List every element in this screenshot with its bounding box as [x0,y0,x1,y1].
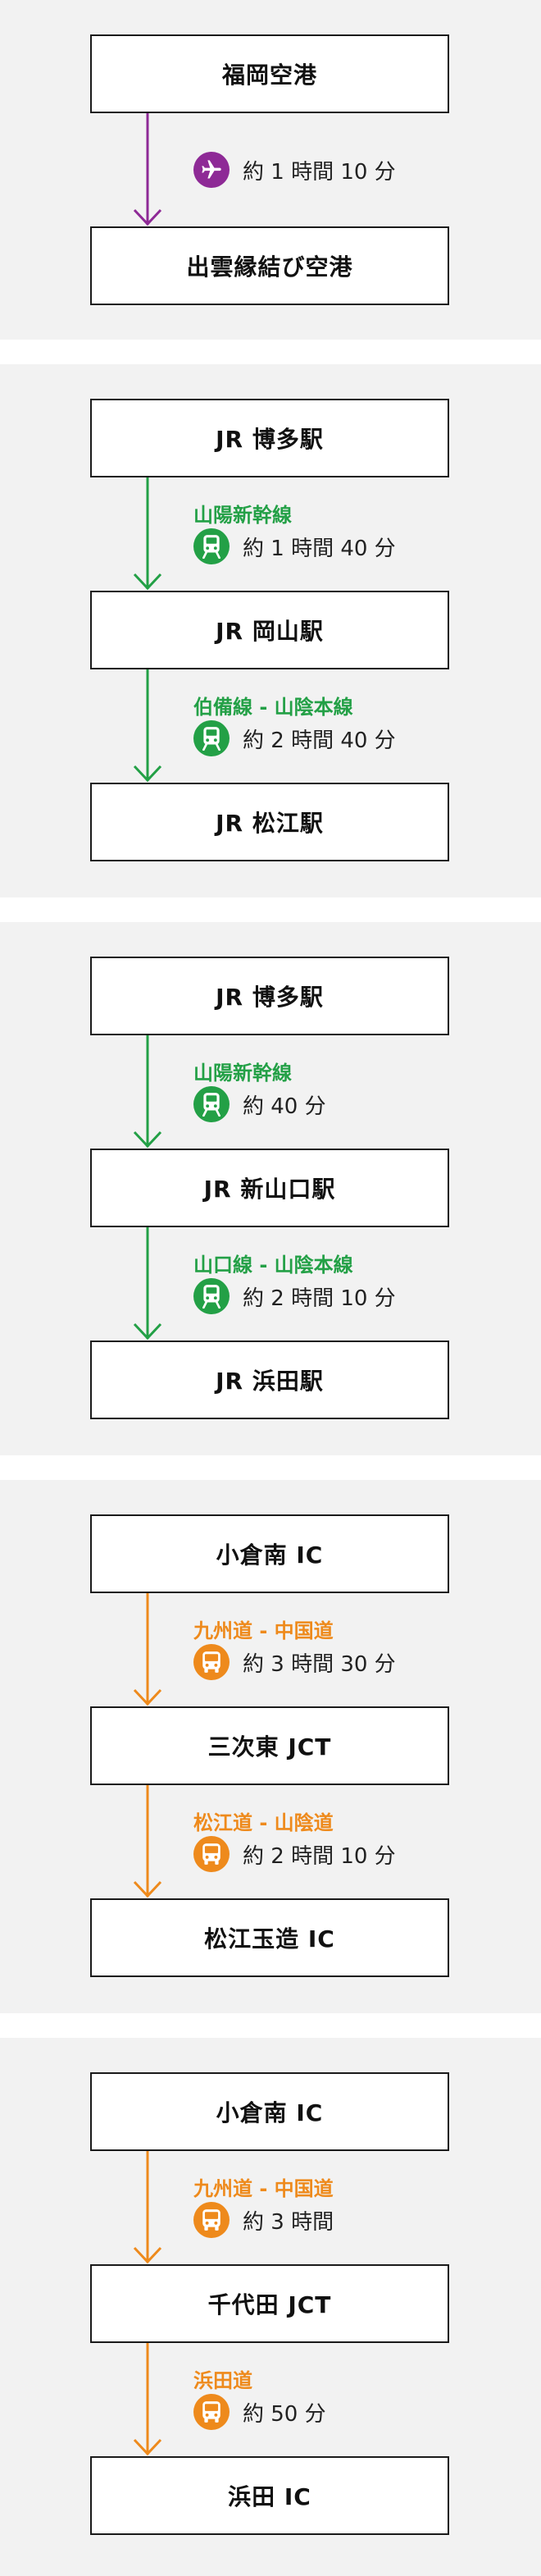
bus-icon [193,2394,230,2430]
airplane-icon [193,152,230,188]
line-name: 山陽新幹線 [193,1062,292,1085]
stop-box: 三次東 JCT [90,1706,449,1785]
duration-text: 約 2 時間 40 分 [243,728,396,753]
bus-icon [193,1836,230,1872]
line-name: 九州道 - 中国道 [193,2177,334,2200]
stop-box: 松江玉造 IC [90,1898,449,1977]
duration-text: 約 3 時間 30 分 [243,1651,396,1677]
stop-box: JR 博多駅 [90,399,449,477]
stop-box: 浜田 IC [90,2456,449,2535]
arrow-down [131,2343,164,2456]
stop-box: 小倉南 IC [90,1514,449,1593]
line-name: 九州道 - 中国道 [193,1619,334,1642]
duration-text: 約 2 時間 10 分 [243,1286,396,1311]
line-name: 松江道 - 山陰道 [193,1811,334,1834]
segment-info: 伯備線 - 山陰本線約 2 時間 40 分 [193,695,396,757]
segment-info: 九州道 - 中国道約 3 時間 30 分 [193,1619,396,1681]
stop-box: JR 岡山駅 [90,591,449,669]
arrow-down [131,477,164,591]
segment-info: 九州道 - 中国道約 3 時間 [193,2176,334,2239]
segment-info: 山陽新幹線約 40 分 [193,1061,326,1123]
segment-info: 約 1 時間 10 分 [193,151,396,189]
stop-box: JR 博多駅 [90,957,449,1035]
stop-box: JR 新山口駅 [90,1149,449,1227]
duration-text: 約 40 分 [243,1094,326,1119]
arrow-down [131,1227,164,1341]
stop-box: JR 松江駅 [90,783,449,861]
line-name: 山陽新幹線 [193,504,292,527]
arrow-down [131,1035,164,1149]
segment-info: 山口線 - 山陰本線約 2 時間 10 分 [193,1253,396,1315]
stop-box: 出雲縁結び空港 [90,226,449,305]
bus-icon [193,1644,230,1680]
stop-box: 小倉南 IC [90,2072,449,2151]
line-name: 伯備線 - 山陰本線 [193,696,353,719]
arrow-down [131,669,164,783]
arrow-down [131,113,164,226]
arrow-down [131,1785,164,1898]
segment-info: 松江道 - 山陰道約 2 時間 10 分 [193,1811,396,1873]
segment-info: 浜田道約 50 分 [193,2368,326,2431]
segment-info: 山陽新幹線約 1 時間 40 分 [193,503,396,565]
duration-text: 約 2 時間 10 分 [243,1843,396,1869]
duration-text: 約 1 時間 10 分 [243,159,396,185]
arrow-down [131,1593,164,1706]
duration-text: 約 1 時間 40 分 [243,536,396,561]
duration-text: 約 3 時間 [243,2209,334,2235]
stop-box: 福岡空港 [90,34,449,113]
train-icon [193,1086,230,1122]
line-name: 浜田道 [193,2369,252,2392]
duration-text: 約 50 分 [243,2401,326,2427]
line-name: 山口線 - 山陰本線 [193,1254,353,1277]
arrow-down [131,2151,164,2264]
train-icon [193,720,230,756]
bus-icon [193,2202,230,2238]
stop-box: 千代田 JCT [90,2264,449,2343]
stop-box: JR 浜田駅 [90,1341,449,1419]
train-icon [193,528,230,564]
train-icon [193,1278,230,1314]
